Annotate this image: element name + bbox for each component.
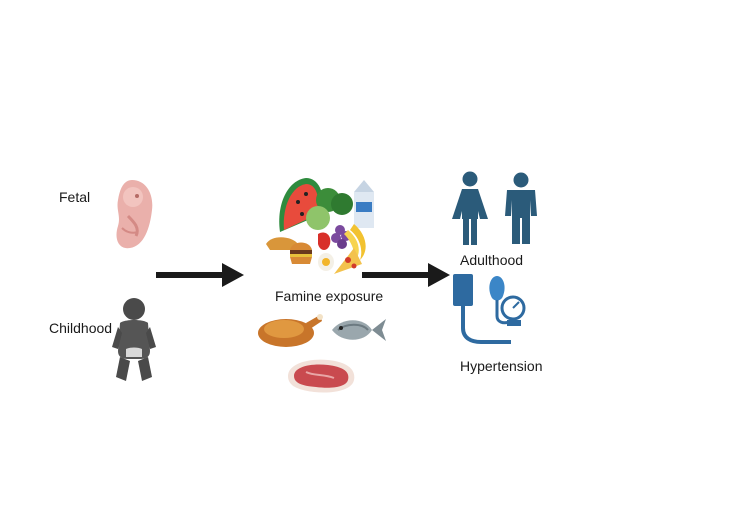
food-pile-icon [266, 178, 374, 274]
famine-exposure-label: Famine exposure [275, 288, 384, 304]
fish-icon [332, 319, 386, 341]
man-icon [505, 172, 537, 244]
baby-icon [112, 298, 156, 381]
woman-icon [452, 171, 488, 245]
adulthood-label: Adulthood [460, 252, 524, 268]
steak-icon [288, 359, 355, 393]
childhood-label: Childhood [49, 320, 113, 336]
blood-pressure-monitor-icon [453, 274, 526, 344]
arrow-icon [362, 263, 450, 287]
fetal-label: Fetal [59, 189, 91, 205]
hypertension-label: Hypertension [460, 358, 543, 374]
arrow-icon [156, 263, 244, 287]
roast-chicken-icon [258, 314, 323, 347]
fetus-icon [116, 180, 153, 249]
